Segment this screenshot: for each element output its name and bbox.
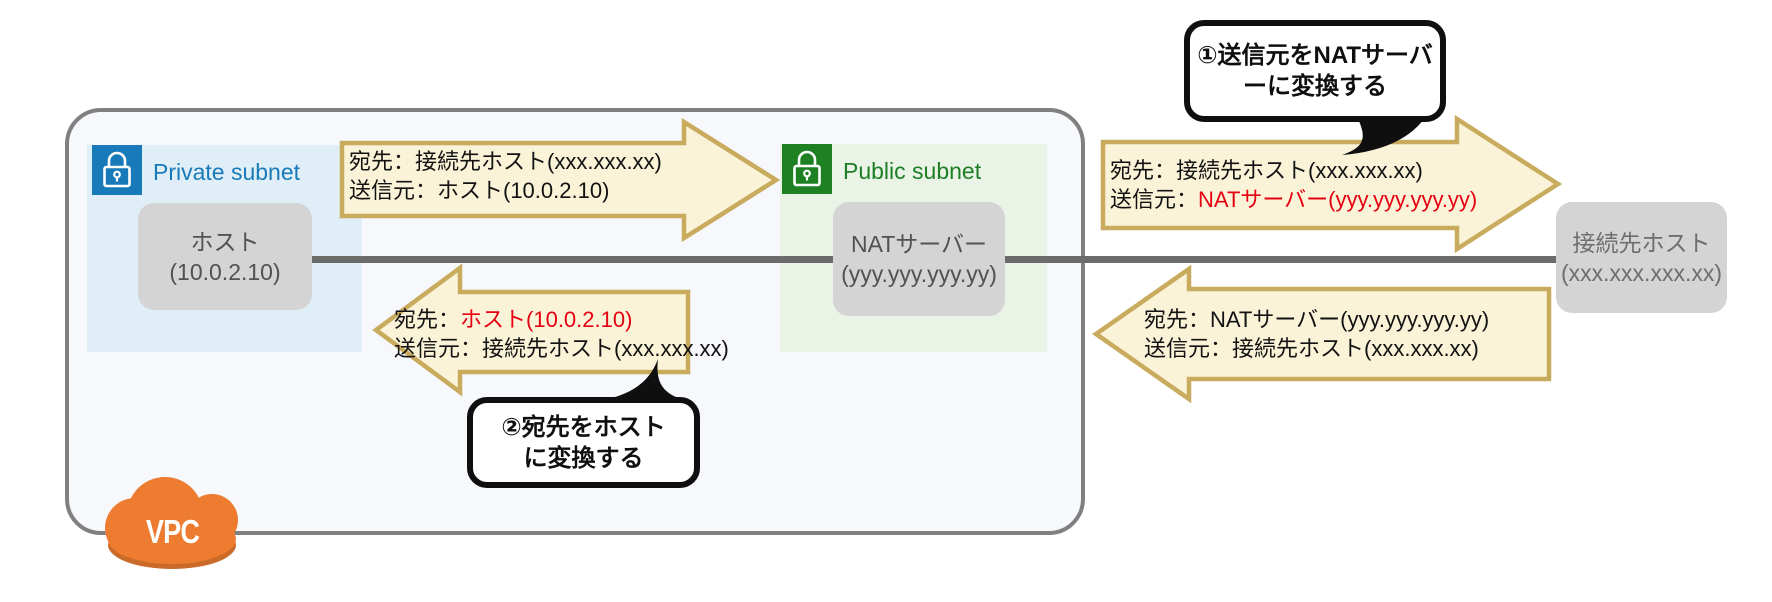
callout-step1: ①送信元をNATサーバ ーに変換する <box>1184 20 1446 122</box>
callout-step1-line1: ①送信元をNATサーバ <box>1197 42 1433 69</box>
external-host-node: 接続先ホスト (xxx.xxx.xxx.xx) <box>1556 202 1727 313</box>
callout-step2-line2: に変換する <box>523 444 644 472</box>
packet-line: 宛先：接続先ホスト(xxx.xxx.xx) <box>349 149 662 174</box>
external-host-node-ip: (xxx.xxx.xxx.xx) <box>1561 259 1722 286</box>
host-node: ホスト (10.0.2.10) <box>138 203 312 310</box>
nat-server-node: NATサーバー (yyy.yyy.yyy.yy) <box>833 202 1005 316</box>
packet-line: 送信元：接続先ホスト(xxx.xxx.xx) <box>394 336 729 361</box>
private-subnet-lock-icon <box>92 145 142 195</box>
nat-server-node-name: NATサーバー <box>850 231 988 257</box>
packet-line: 宛先：NATサーバー(yyy.yyy.yyy.yy) <box>1144 307 1490 332</box>
host-node-name: ホスト <box>190 228 260 255</box>
packet-line: 宛先：ホスト(10.0.2.10) <box>394 307 633 332</box>
callout-step1-tail <box>1342 119 1424 155</box>
callout-step1-line2: ーに変換する <box>1243 73 1387 100</box>
vpc-label: VPC <box>145 513 200 550</box>
private-subnet-label: Private subnet <box>153 159 301 185</box>
nat-server-node-ip: (yyy.yyy.yyy.yy) <box>841 261 997 287</box>
packet-line: 送信元：接続先ホスト(xxx.xxx.xx) <box>1144 336 1479 361</box>
callout-step2-line1: ②宛先をホスト <box>501 413 666 441</box>
host-node-ip: (10.0.2.10) <box>169 258 281 285</box>
packet-line: 宛先：接続先ホスト(xxx.xxx.xx) <box>1110 158 1423 183</box>
packet-text-outbound-public: 宛先：接続先ホスト(xxx.xxx.xx) 送信元：NATサーバー(yyy.yy… <box>1110 156 1477 214</box>
packet-text-outbound-private: 宛先：接続先ホスト(xxx.xxx.xx) 送信元：ホスト(10.0.2.10) <box>349 147 662 205</box>
packet-line: 送信元：NATサーバー(yyy.yyy.yyy.yy) <box>1110 187 1478 212</box>
packet-line: 送信元：ホスト(10.0.2.10) <box>349 178 610 203</box>
public-subnet-lock-icon <box>782 144 832 194</box>
callout-step2: ②宛先をホスト に変換する <box>467 397 700 488</box>
public-subnet-label: Public subnet <box>843 158 982 184</box>
external-host-node-name: 接続先ホスト <box>1572 229 1711 256</box>
packet-text-inbound-private: 宛先：ホスト(10.0.2.10) 送信元：接続先ホスト(xxx.xxx.xx) <box>394 305 729 363</box>
packet-text-inbound-public: 宛先：NATサーバー(yyy.yyy.yyy.yy) 送信元：接続先ホスト(xx… <box>1144 305 1489 363</box>
